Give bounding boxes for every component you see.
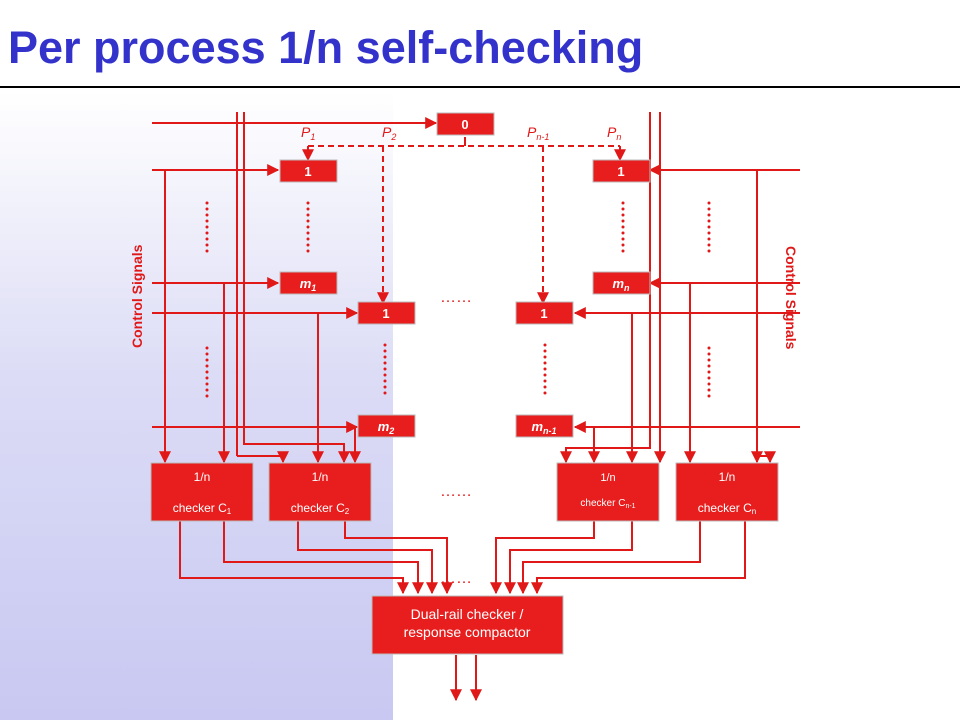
svg-text:mn-1: mn-1 bbox=[531, 419, 556, 436]
wire-to-cn-top bbox=[757, 451, 776, 464]
background-gradient bbox=[0, 92, 393, 720]
compactor-line-1: Dual-rail checker / bbox=[411, 606, 524, 622]
wire-cn1-b bbox=[504, 521, 633, 595]
svg-text:1: 1 bbox=[304, 164, 311, 179]
register-mn bbox=[592, 271, 651, 295]
compactor: Dual-rail checker / response compactor bbox=[371, 595, 564, 655]
checker-c1 bbox=[150, 462, 254, 522]
register-1-pn1 bbox=[515, 301, 574, 325]
register-1-p1 bbox=[279, 159, 338, 183]
register-m2 bbox=[357, 414, 416, 438]
svg-text:1: 1 bbox=[382, 306, 389, 321]
svg-text:1/n: 1/n bbox=[312, 470, 329, 484]
svg-text:1/n: 1/n bbox=[719, 470, 736, 484]
compactor-box bbox=[371, 595, 564, 655]
register-mn1 bbox=[515, 414, 574, 438]
svg-text:1: 1 bbox=[540, 306, 547, 321]
wire-c1-b bbox=[223, 521, 424, 595]
process-dashed-wires bbox=[302, 137, 626, 305]
register-1-pn bbox=[592, 159, 651, 183]
checker-cn1-label: checker Cn-1 bbox=[580, 498, 635, 510]
checker-cn bbox=[675, 462, 779, 522]
registers: 0 1 1 m1 mn 1 1 m2 mn-1 bbox=[279, 112, 651, 438]
checker-c2-label: checker C2 bbox=[291, 501, 350, 516]
wire-left-tall-2 bbox=[243, 112, 350, 464]
svg-text:1/n: 1/n bbox=[600, 472, 615, 484]
register-1-p2 bbox=[357, 301, 416, 325]
label-pn: Pn bbox=[607, 124, 621, 142]
checker-cn1 bbox=[556, 462, 660, 522]
wire-cn1-a bbox=[490, 521, 595, 595]
wire-mid-to-c2 bbox=[237, 451, 289, 464]
svg-text:m1: m1 bbox=[300, 276, 317, 293]
ellipsis-compactor: …… bbox=[440, 570, 472, 587]
svg-text:mn: mn bbox=[612, 276, 630, 293]
ellipsis-checkers: …… bbox=[440, 483, 472, 500]
register-zero bbox=[436, 112, 495, 136]
checker-cn-label: checker Cn bbox=[698, 501, 756, 516]
ellipsis-registers: …… bbox=[440, 289, 472, 306]
svg-text:m2: m2 bbox=[378, 419, 395, 436]
vertical-dots bbox=[205, 201, 711, 398]
checker-c2 bbox=[268, 462, 372, 522]
svg-text:0: 0 bbox=[461, 117, 468, 132]
wire-c2-b bbox=[344, 521, 453, 595]
control-signals-left: Control Signals bbox=[129, 244, 145, 348]
label-pn1: Pn-1 bbox=[527, 124, 549, 142]
svg-text:1: 1 bbox=[617, 164, 624, 179]
label-p1: P1 bbox=[301, 124, 315, 142]
compactor-line-2: response compactor bbox=[404, 624, 531, 640]
horizontal-ellipses: …… …… …… bbox=[440, 289, 472, 587]
title-divider bbox=[0, 86, 960, 88]
wire-cn-b bbox=[531, 521, 746, 595]
checker-c1-label: checker C1 bbox=[173, 501, 232, 516]
wire-cn-a bbox=[517, 521, 701, 595]
wire-c1-a bbox=[179, 521, 409, 595]
label-p2: P2 bbox=[382, 124, 396, 142]
register-m1 bbox=[279, 271, 338, 295]
page-title: Per process 1/n self-checking bbox=[8, 22, 644, 73]
checkers: 1/n checker C1 1/n checker C2 1/n checke… bbox=[150, 462, 779, 522]
control-signals-right: Control Signals bbox=[783, 246, 799, 350]
wire-c2-a bbox=[297, 521, 438, 595]
svg-text:1/n: 1/n bbox=[194, 470, 211, 484]
process-labels: P1 P2 Pn-1 Pn bbox=[301, 124, 621, 142]
